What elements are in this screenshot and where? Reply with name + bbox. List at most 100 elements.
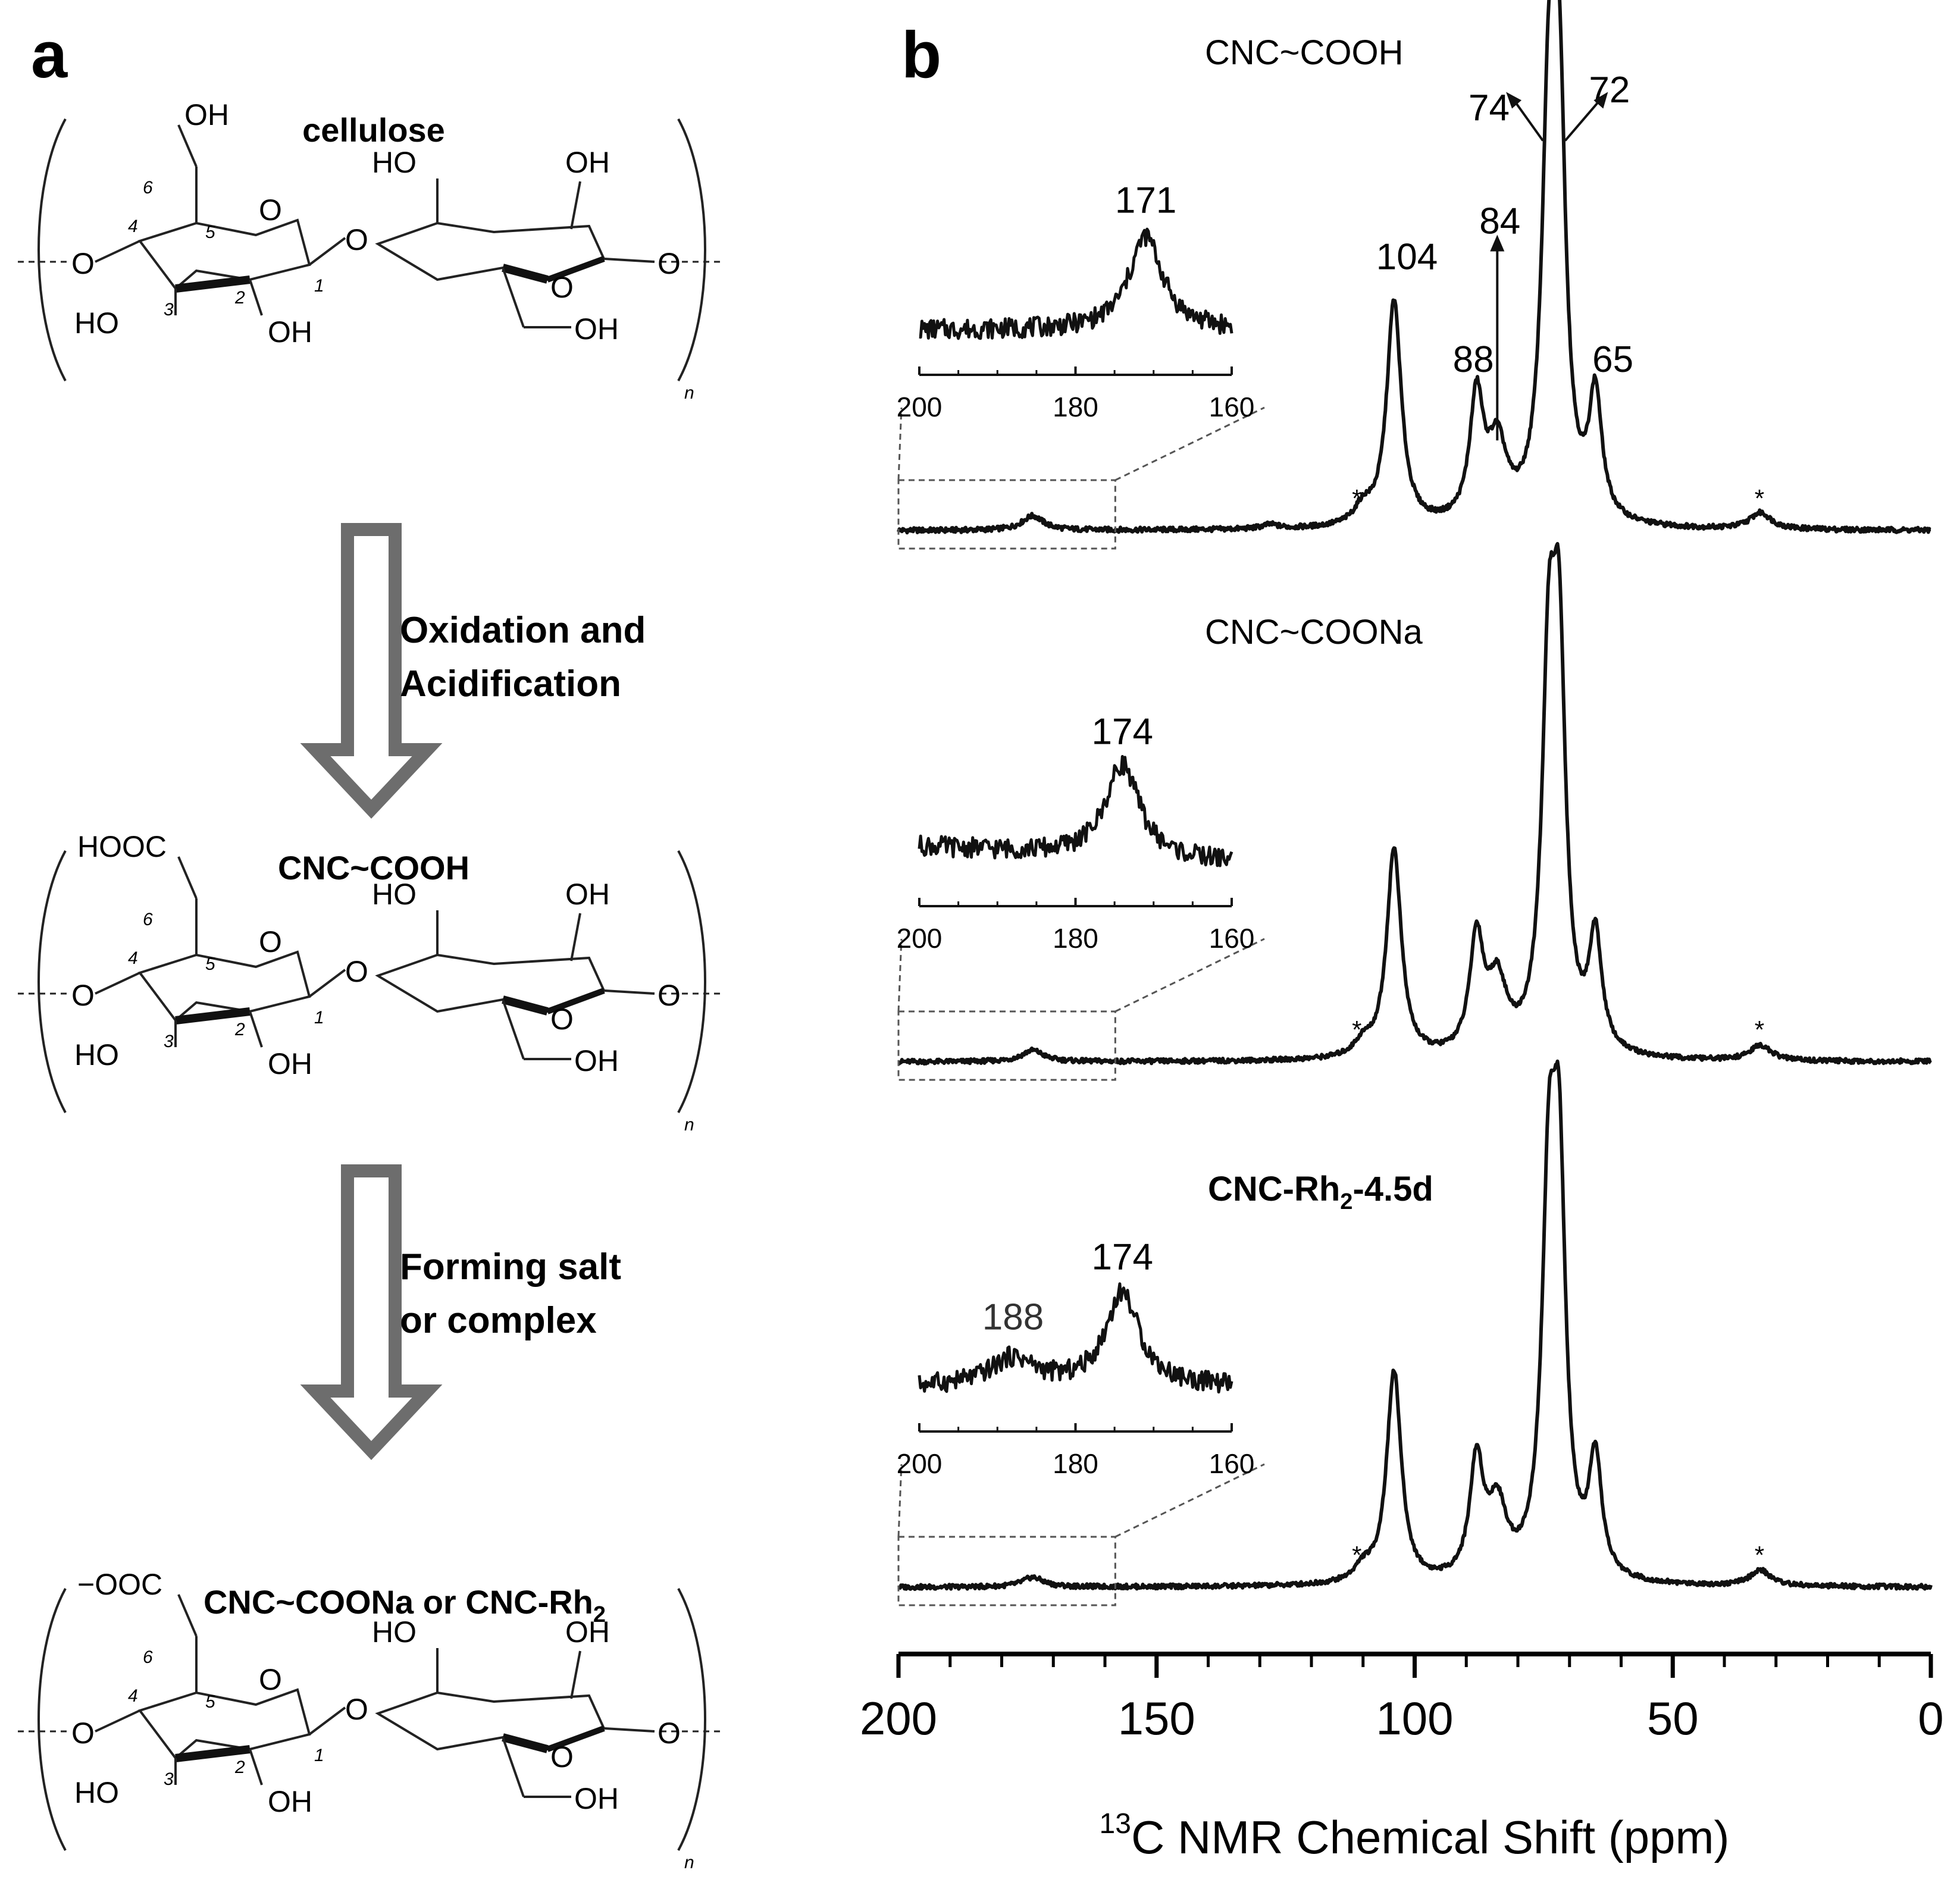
ring-1-oxygen: O: [259, 1663, 282, 1696]
x-axis-label: 13C NMR Chemical Shift (ppm): [1100, 1808, 1730, 1863]
inset-tick-label: 200: [897, 391, 943, 422]
bracket-right: [677, 118, 706, 381]
ring-1-bold-edge: [175, 1007, 251, 1025]
spectrum-title-sub: 2: [1340, 1189, 1352, 1214]
oxygen-right: O: [657, 979, 681, 1012]
zoom-connector-right: [1114, 938, 1265, 1013]
inset-peak-label: 171: [1115, 180, 1176, 221]
bond-o-c4: [95, 240, 140, 263]
inset-trace: [918, 755, 1233, 867]
spinning-sideband-star: *: [1352, 484, 1361, 512]
repeat-n-label: n: [684, 1853, 694, 1872]
spectrum-title: CNC~COOH: [1205, 33, 1404, 72]
zoom-connector-right: [1114, 406, 1265, 481]
reaction-arrow-2: [300, 1164, 443, 1461]
reaction-arrow-1: [300, 523, 443, 819]
ring-2-hydroxyl-left: HO: [372, 146, 417, 179]
ring-2-hydroxyl-bottom: OH: [574, 1044, 619, 1077]
zoom-region-box: [897, 479, 1116, 550]
ring-2-hydroxyl-left: HO: [372, 878, 417, 911]
repeat-n-label: n: [684, 1115, 694, 1135]
bracket-right: [677, 1588, 706, 1851]
spectrum-title-main: CNC~COONa: [1205, 613, 1423, 651]
bond-c6-group: [177, 124, 198, 167]
c4-number: 4: [128, 948, 138, 968]
glycosidic-oxygen: O: [345, 1693, 368, 1726]
inset-tick-label: 200: [897, 1448, 943, 1479]
step-2-line-2: or complex: [400, 1300, 597, 1341]
spectrum-title: CNC-Rh2-4.5d: [1208, 1170, 1433, 1214]
oxygen-left: O: [71, 1716, 95, 1750]
spinning-sideband-star: *: [1755, 484, 1764, 512]
ring-2-wedge: [546, 1725, 605, 1752]
ring-2-hydroxyl-right: OH: [565, 878, 610, 911]
c3-number: 3: [164, 300, 174, 319]
bond-c2-oh: [249, 279, 263, 316]
inset-tick-label: 180: [1053, 1448, 1098, 1479]
c6-number: 6: [143, 178, 153, 198]
c3-number: 3: [164, 1769, 174, 1789]
oxygen-left: O: [71, 979, 95, 1012]
arrow-74: [1512, 98, 1544, 142]
ring-1-oxygen: O: [259, 925, 282, 958]
c6-number: 6: [143, 910, 153, 929]
spinning-sideband-star: *: [1755, 1016, 1764, 1044]
bond-o-c4: [95, 1709, 140, 1733]
bracket-left: [37, 850, 67, 1113]
spectrum-title-suffix: -4.5d: [1352, 1170, 1433, 1208]
ring-2-oxygen: O: [550, 1740, 574, 1774]
panel-b-label: b: [901, 18, 941, 92]
bond-ring2-o: [603, 1727, 655, 1733]
inset-tick-label: 160: [1209, 391, 1255, 422]
step-2-line-1: Forming salt: [400, 1246, 621, 1288]
spectrum-trace: [897, 0, 1932, 535]
ring-2-bold-edge: [502, 1733, 549, 1753]
spinning-sideband-star: *: [1755, 1541, 1764, 1569]
c6-number: 6: [143, 1647, 153, 1667]
x-tick-label: 50: [1647, 1692, 1699, 1744]
inset-tick-label: 180: [1053, 391, 1098, 422]
bond-c6-group: [177, 856, 198, 899]
c5-number: 5: [205, 1692, 215, 1712]
x-tick-label: 0: [1918, 1692, 1943, 1744]
x-tick-label: 100: [1376, 1692, 1453, 1744]
peak-label-104: 104: [1376, 237, 1438, 278]
zoom-connector-right: [1114, 1463, 1265, 1538]
c2-number: 2: [234, 1020, 245, 1039]
ring-2-bold-edge: [502, 995, 549, 1016]
c1-number: 1: [314, 1008, 324, 1028]
inset-peak-label: 174: [1092, 711, 1153, 752]
structure-title-cnc-coona-rh2: CNC~COONa or CNC-Rh2: [203, 1583, 606, 1627]
ring-2-hydroxyl-bottom: OH: [574, 1782, 619, 1815]
bond-ring2-ch2: [502, 267, 525, 328]
bond-glycosidic-1: [308, 237, 346, 266]
c6-group-label: HOOC: [77, 830, 167, 863]
c1-number: 1: [314, 276, 324, 296]
spectrum-trace: [897, 1059, 1933, 1592]
ring-2-wedge: [546, 256, 605, 283]
bond-ring2-o: [603, 258, 655, 263]
inset-peak-label-secondary: 188: [982, 1297, 1044, 1338]
bond-ring2-oh: [570, 913, 581, 961]
c2-hydroxyl-label: OH: [268, 315, 312, 349]
ring-2-hydroxyl-left: HO: [372, 1615, 417, 1649]
ring-2-hydroxyl-right: OH: [565, 1615, 610, 1649]
x-tick-label: 200: [860, 1692, 937, 1744]
arrowhead-74: [1506, 92, 1522, 109]
c3-hydroxyl-label: HO: [74, 1776, 119, 1809]
c2-hydroxyl-label: OH: [268, 1785, 312, 1818]
inset-peak-label: 174: [1092, 1236, 1153, 1277]
ring-1-bold-edge: [175, 1745, 251, 1762]
c4-number: 4: [128, 1686, 138, 1706]
inset-trace: [918, 1282, 1233, 1394]
step-1-line-2: Acidification: [400, 663, 621, 704]
spinning-sideband-star: *: [1352, 1016, 1361, 1044]
structure-title-cnc-cooh: CNC~COOH: [278, 849, 469, 887]
repeat-n-label: n: [684, 383, 694, 403]
